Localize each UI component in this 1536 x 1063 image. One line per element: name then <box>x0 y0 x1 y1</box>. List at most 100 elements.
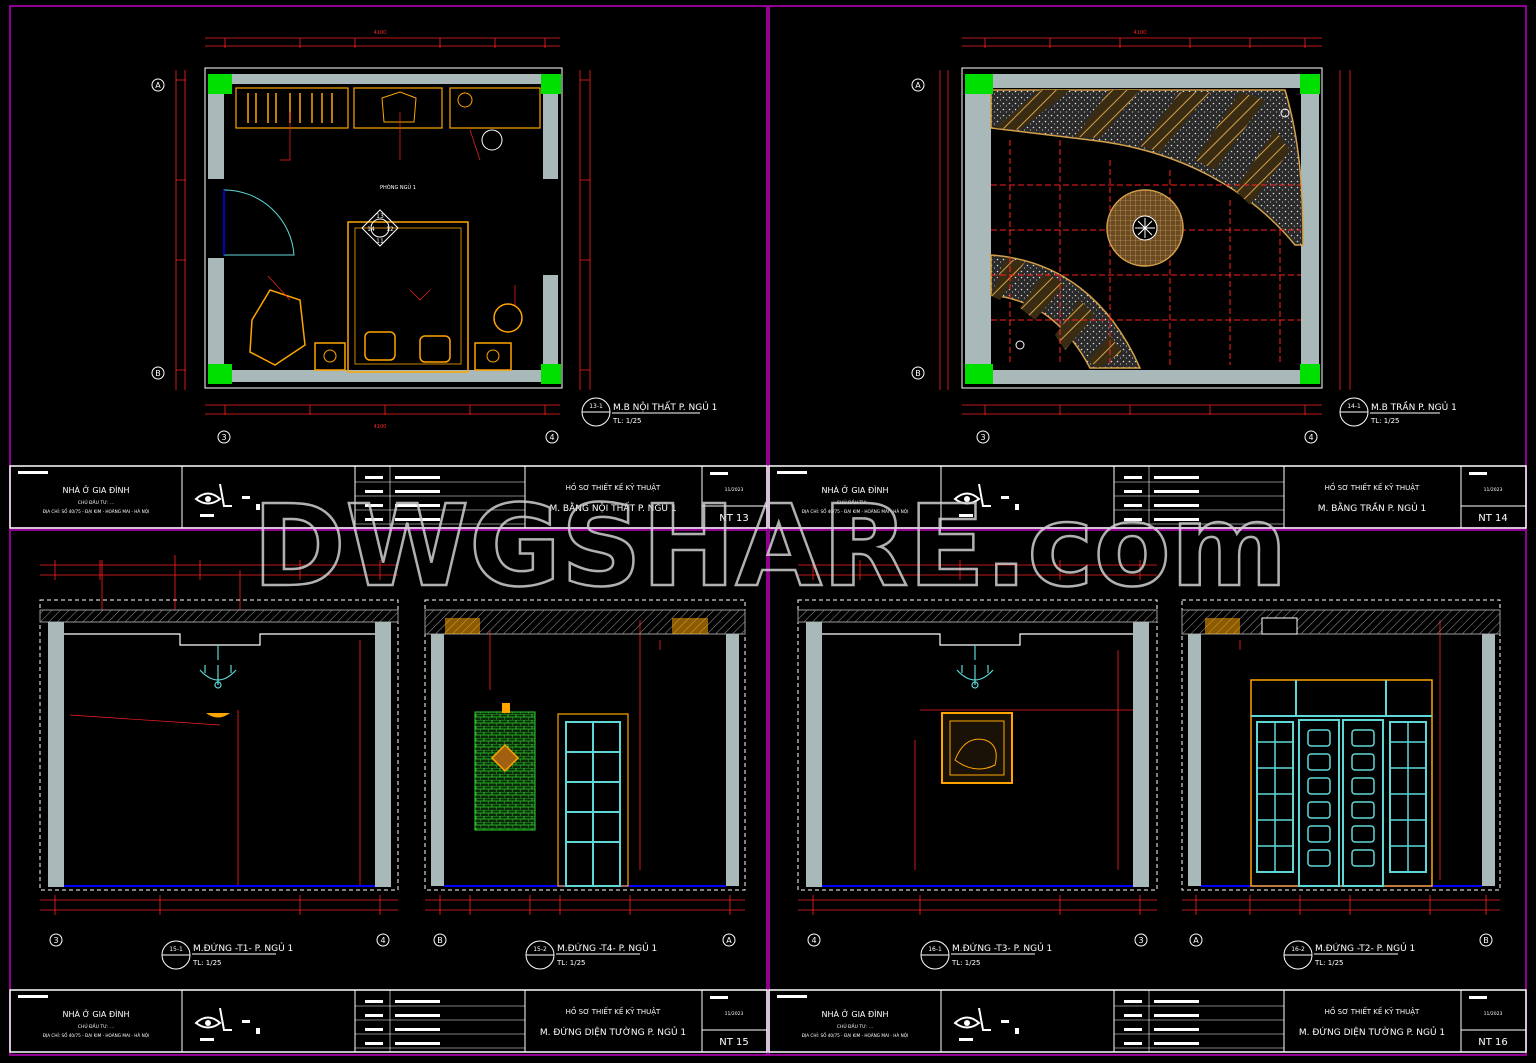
painting-figure <box>954 738 997 770</box>
elevation-frame <box>1181 599 1501 891</box>
axis-bubble-left <box>49 933 63 947</box>
ceiling-vent <box>1205 618 1240 634</box>
axis-label-right: 3 <box>1138 936 1143 945</box>
view-title: M.ĐỨNG -T4- P. NGỦ 1 <box>557 942 657 954</box>
title-block: NHÀ Ở GIA ĐÌNH CHỦ ĐẦU TƯ: ... ĐỊA CHỈ: SỐ… <box>768 989 1527 1053</box>
view-scale: TL: 1/25 <box>1370 417 1399 425</box>
wardrobe-hangers <box>247 93 333 123</box>
elevation-dimensions <box>40 555 398 915</box>
axis-bubble-right <box>722 933 736 947</box>
eye-outline <box>194 492 222 505</box>
logo-dot <box>256 504 260 510</box>
sheet-number: NT 15 <box>719 1037 749 1048</box>
room-outline <box>204 67 563 389</box>
view-scale: TL: 1/25 <box>951 959 980 967</box>
sheet-number: NT 16 <box>1478 1037 1508 1048</box>
info-label-bar <box>365 490 383 493</box>
axis-label-3: 3 <box>980 433 985 442</box>
ceiling-box <box>1261 617 1298 635</box>
logo-dash <box>242 1020 250 1023</box>
ceiling-band-stripes <box>995 90 1290 205</box>
axis-label-b: B <box>915 369 921 378</box>
window-muntins <box>1257 722 1293 872</box>
project-name: NHÀ Ở GIA ĐÌNH <box>822 1008 889 1019</box>
address-line: ĐỊA CHỈ: SỐ 40/75 - ĐẠI KIM - HOÀNG MAI … <box>802 1033 909 1038</box>
chandelier-rays <box>1135 218 1155 238</box>
address-line: ĐỊA CHỈ: SỐ 40/75 - ĐẠI KIM - HOÀNG MAI … <box>43 1033 150 1038</box>
info-label-bar <box>1124 1014 1142 1017</box>
pillow <box>419 335 451 363</box>
title-block-border <box>768 989 1527 1053</box>
title-block-label-bar <box>777 995 807 998</box>
axis-bubble-left <box>1189 933 1203 947</box>
view-title: M.B NỘI THẤT P. NGỦ 1 <box>613 401 717 413</box>
plan-dim-width-bottom: 4100 <box>374 424 387 430</box>
door-swing <box>223 189 295 256</box>
view-scale: TL: 1/25 <box>1314 959 1343 967</box>
date-label-bar <box>710 472 728 475</box>
elevation-frame <box>797 599 1158 891</box>
axis-bubble-b <box>911 366 925 380</box>
wall-right-lower <box>543 275 558 382</box>
axis-label-left: A <box>1193 936 1199 945</box>
info-label-bar <box>1124 518 1142 521</box>
axis-label-b: B <box>155 369 161 378</box>
wardrobe <box>235 87 349 129</box>
column <box>1300 74 1320 94</box>
plan-dim-width: 4100 <box>374 30 387 36</box>
axis-label-4: 4 <box>549 433 554 442</box>
owner-line: CHỦ ĐẦU TƯ: ... <box>837 498 873 506</box>
ceiling-profile <box>822 633 1133 646</box>
sheet-date: 11/2023 <box>725 1011 744 1017</box>
pillow <box>364 331 396 361</box>
sheet-date: 11/2023 <box>725 487 744 493</box>
info-value-bar <box>1154 1000 1199 1003</box>
wall-lamp <box>206 713 230 718</box>
owner-line: CHỦ ĐẦU TƯ: ... <box>837 1022 873 1030</box>
wall-left <box>431 634 444 886</box>
window-door-set <box>1250 679 1433 887</box>
info-label-bar <box>1124 476 1142 479</box>
info-label-bar <box>365 476 383 479</box>
elevation-dimensions <box>798 560 1157 915</box>
nightstand <box>314 342 346 371</box>
info-value-bar <box>395 1014 440 1017</box>
ceiling-dimensions <box>939 37 1351 415</box>
info-label-bar <box>365 1000 383 1003</box>
info-label-bar <box>365 1042 383 1045</box>
wall-left <box>48 622 64 887</box>
door-panels <box>1307 729 1375 867</box>
ceiling-lower-stripes <box>991 258 1122 368</box>
door-leaf-left <box>1298 719 1340 887</box>
axis-bubble-left <box>807 933 821 947</box>
view-number: 13-1 <box>589 403 603 410</box>
info-value-bar <box>1154 476 1199 479</box>
lamp <box>323 349 337 363</box>
logo-dash <box>1001 496 1009 499</box>
info-label-bar <box>365 1014 383 1017</box>
axis-bubble-b <box>151 366 165 380</box>
view-number: 15-1 <box>169 946 183 953</box>
logo-stroke <box>978 483 991 507</box>
column <box>965 364 993 384</box>
axis-label-left: B <box>437 936 443 945</box>
axis-bubble-3 <box>217 430 231 444</box>
axis-label-3: 3 <box>221 433 226 442</box>
axis-bubble-a <box>911 78 925 92</box>
info-value-bar <box>395 504 440 507</box>
info-label-bar <box>1124 1042 1142 1045</box>
info-value-bar <box>395 476 440 479</box>
elevation-frame <box>39 599 399 891</box>
info-label-bar <box>365 518 383 521</box>
downlight <box>1280 108 1290 118</box>
info-value-bar <box>1154 504 1199 507</box>
eye-pupil <box>205 496 211 502</box>
wall-left-upper <box>208 74 224 179</box>
view-number: 16-1 <box>928 946 942 953</box>
info-value-bar <box>395 490 440 493</box>
leader-line <box>69 714 221 726</box>
stage-label: HỒ SƠ THIẾT KẾ KỸ THUẬT <box>566 482 661 492</box>
address-line: ĐỊA CHỈ: SỐ 40/75 - ĐẠI KIM - HOÀNG MAI … <box>802 509 909 514</box>
info-label-bar <box>365 1028 383 1031</box>
